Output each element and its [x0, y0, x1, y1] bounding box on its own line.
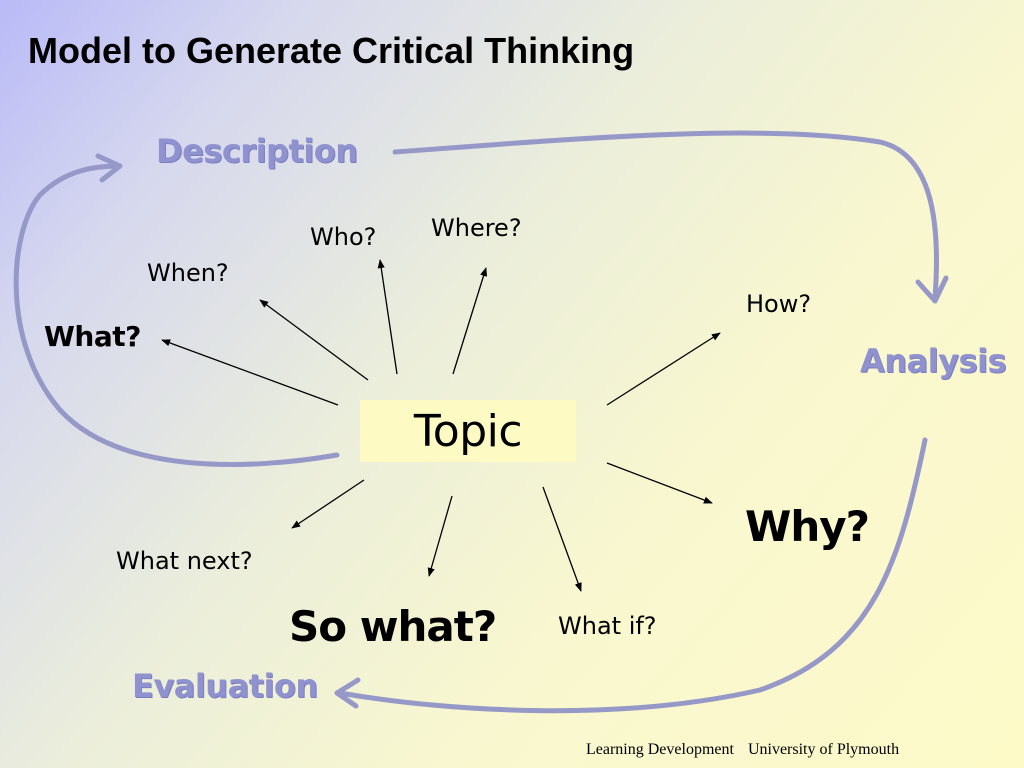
question-so-what: So what?	[289, 602, 497, 651]
spoke-when	[259, 299, 369, 381]
spoke-where	[452, 267, 488, 375]
cycle-arrows	[13, 130, 949, 714]
spoke-who	[377, 259, 398, 375]
question-where: Where?	[431, 214, 522, 242]
arrowhead-analysis	[915, 275, 949, 304]
stage-label-analysis: Analysis	[860, 342, 1007, 380]
question-what-if: What if?	[558, 612, 657, 640]
cycle-arrow-description-to-analysis	[392, 130, 939, 301]
spoke-why	[606, 462, 713, 504]
footer-university: University of Plymouth	[747, 741, 900, 758]
topic-label: Topic	[413, 405, 523, 457]
question-what: What?	[44, 320, 141, 353]
cycle-arrow-evaluation-to-description	[13, 163, 340, 467]
spoke-so-what	[427, 495, 453, 577]
footer-dept: Learning Development	[586, 741, 734, 758]
question-how: How?	[746, 290, 812, 318]
spoke-how	[606, 332, 721, 406]
arrowhead-evaluation	[334, 677, 361, 709]
spoke-what-if	[542, 486, 582, 592]
topic-box: Topic	[360, 400, 576, 462]
question-who: Who?	[310, 223, 377, 251]
topic-spokes	[161, 259, 721, 592]
stage-label-description: Description	[156, 132, 358, 170]
question-why: Why?	[745, 502, 870, 551]
spoke-what-next	[291, 479, 365, 529]
cycle-arrow-analysis-to-evaluation	[337, 437, 928, 714]
spoke-what	[161, 339, 339, 406]
question-what-next: What next?	[116, 547, 253, 575]
stage-label-evaluation: Evaluation	[132, 667, 318, 705]
slide-title: Model to Generate Critical Thinking	[28, 30, 635, 71]
footer: Learning Development University of Plymou…	[586, 741, 899, 759]
arrowhead-description	[95, 153, 123, 183]
question-when: When?	[147, 259, 229, 287]
